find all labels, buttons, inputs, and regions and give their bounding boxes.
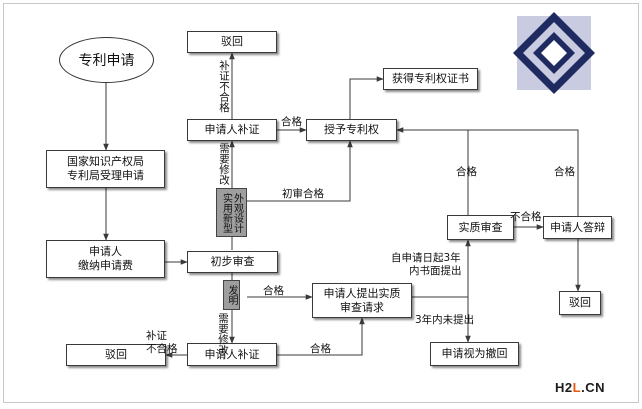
- node-reject-left: 驳回: [66, 344, 166, 366]
- node-applicant-reply: 申请人答辩: [543, 216, 612, 239]
- label-pass-4: 合格: [456, 166, 477, 178]
- node-preliminary-exam: 初步审查: [187, 251, 278, 273]
- edge-supp-bottom-to-request: [277, 317, 365, 356]
- label-needs-fix-bottom-1: 需要修改: [217, 313, 229, 355]
- label-needs-fix-bottom: 需要修改: [217, 313, 229, 355]
- tag-invention: 发明: [223, 280, 240, 310]
- label-within-3-years-2: 内书面提出: [409, 265, 462, 277]
- edge-prelim-pass-to-grant: [246, 140, 353, 202]
- edge-grant-to-certificate: [349, 76, 384, 119]
- node-reject-right: 驳回: [559, 291, 601, 315]
- node-pay-fee: 申请人 缴纳申请费: [46, 240, 165, 278]
- node-deemed-withdrawn: 申请视为撤回: [430, 342, 519, 366]
- node-supplement-top: 申请人补证: [187, 119, 277, 141]
- watermark-part-1: H2: [555, 380, 573, 395]
- node-substantive-exam: 实质审查: [447, 215, 514, 240]
- label-supp-not-qualified: 补证不合格: [218, 60, 230, 113]
- tag-design-text: 外观设计: [231, 192, 243, 233]
- label-within-3-years-1: 自申请日起3年: [391, 252, 461, 264]
- tag-utility-model-text: 实用新型: [220, 192, 232, 233]
- label-not-qualified: 不合格: [510, 211, 542, 223]
- diamond-logo-icon: [513, 12, 595, 94]
- tag-invention-text: 发明: [226, 285, 237, 305]
- node-certificate: 获得专利权证书: [383, 68, 478, 90]
- label-needs-fix-top: 需要修改: [218, 143, 230, 185]
- node-office-accepts: 国家知识产权局 专利局受理申请: [46, 150, 165, 188]
- watermark-logo: H2L.CN: [555, 380, 605, 395]
- node-reject-top: 驳回: [187, 31, 277, 53]
- node-supplement-bottom: 申请人补证: [187, 343, 277, 366]
- watermark-part-3: .CN: [581, 380, 605, 395]
- label-pass-1: 合格: [281, 116, 302, 128]
- label-pass-3: 合格: [310, 343, 331, 355]
- watermark-part-2: L: [572, 380, 582, 395]
- tag-utility-design: 实用新型外观设计: [216, 188, 247, 237]
- label-left-supp: 补证: [146, 330, 167, 342]
- node-request-substantive-exam: 申请人提出实质 审查请求: [312, 283, 412, 318]
- node-grant-patent: 授予专利权: [306, 119, 397, 141]
- label-left-fail: 不合格: [146, 343, 178, 355]
- node-start: 专利申请: [59, 37, 154, 83]
- edge-reply-to-grant: [468, 129, 579, 216]
- label-not-in-3-years: 3年内未提出: [415, 314, 475, 326]
- label-pass-5: 合格: [554, 166, 575, 178]
- label-prelim-pass: 初审合格: [282, 188, 324, 200]
- label-pass-2: 合格: [263, 285, 284, 297]
